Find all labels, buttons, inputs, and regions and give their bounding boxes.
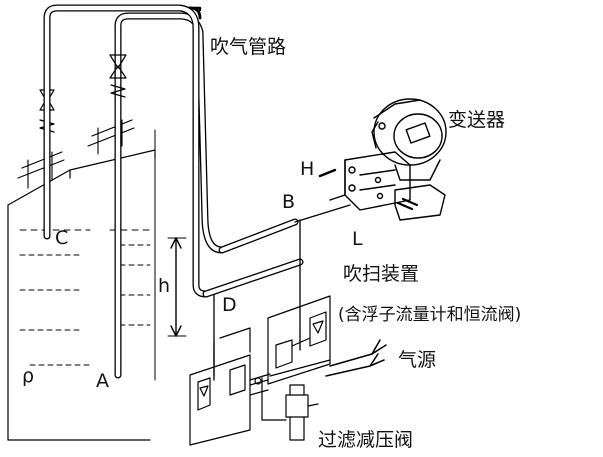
point-d-label: D	[222, 294, 237, 316]
purge-device-label: 吹扫装置	[343, 263, 420, 285]
filter-regulator-icon	[261, 377, 319, 441]
pressure-transmitter-icon	[318, 98, 447, 221]
blow-pipe	[43, 4, 304, 379]
purge-device	[189, 295, 331, 446]
height-h-label: h	[158, 275, 171, 297]
density-rho-label: ρ	[22, 365, 35, 387]
dip-tube-c	[45, 6, 202, 238]
purge-note-label: (含浮子流量计和恒流阀)	[338, 305, 522, 325]
regulator-label: 过滤减压阀	[318, 429, 414, 451]
port-h-label: H	[300, 158, 315, 180]
blow-pipe-label: 吹气管路	[210, 36, 287, 58]
air-source-label: 气源	[398, 349, 437, 371]
point-a-label: A	[96, 370, 109, 392]
air-source-line	[325, 339, 387, 377]
point-b-label: B	[282, 191, 296, 213]
tank-flanges	[17, 119, 135, 189]
h-dimension	[167, 237, 187, 337]
tank	[7, 129, 156, 441]
transmitter-label: 变送器	[448, 109, 506, 131]
point-c-label: C	[55, 227, 69, 249]
port-l-label: L	[352, 228, 363, 250]
valve-a	[109, 54, 127, 98]
